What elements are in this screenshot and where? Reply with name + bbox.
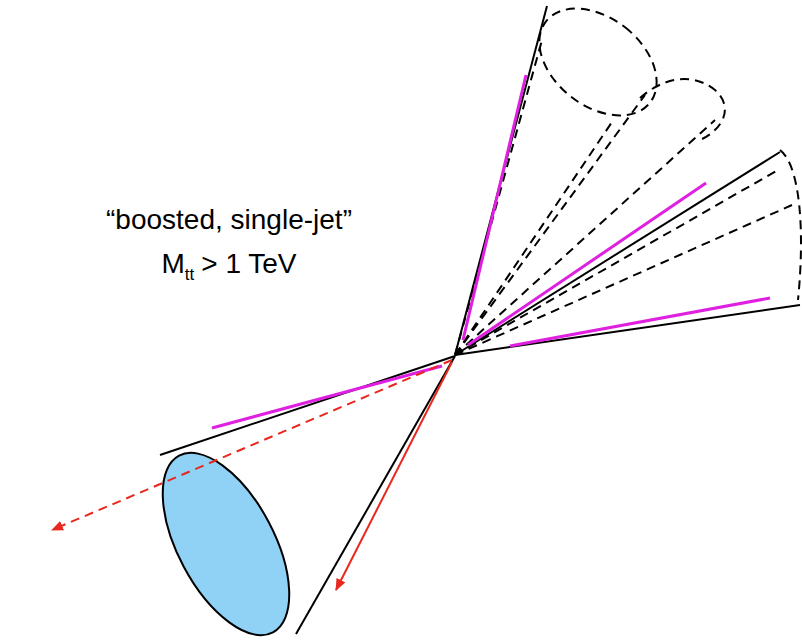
mass-symbol: M [161,248,184,279]
mass-cut: > 1 TeV [201,248,296,279]
single-jet-cone [137,356,455,640]
mass-subscript: tt [185,265,194,284]
missing-momentum-arrows [52,360,452,590]
boosted-jet-cones [455,0,801,355]
topology-label: “boosted, single-jet” [106,204,352,235]
annotation-line: “boosted, single-jet” [29,198,429,242]
annotation-line: Mtt > 1 TeV [29,242,429,297]
annotation: “boosted, single-jet” Mtt > 1 TeV [29,198,429,297]
